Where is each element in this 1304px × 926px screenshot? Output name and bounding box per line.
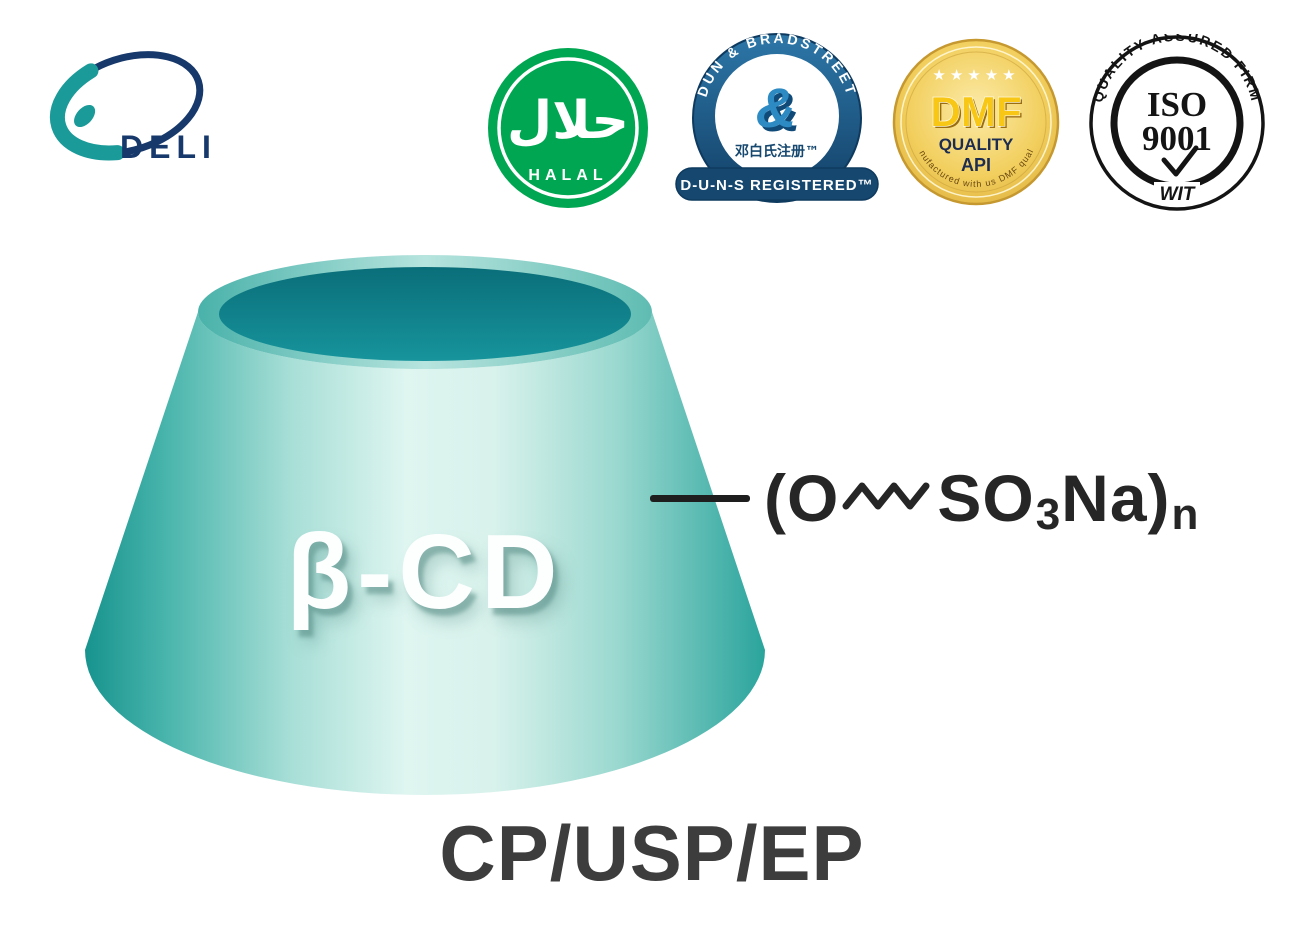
deli-leaf-icon bbox=[74, 104, 96, 128]
dmf-inner-ring bbox=[905, 51, 1047, 193]
standards-text: CP/USP/EP bbox=[439, 809, 865, 897]
cone-label: β-CD bbox=[286, 513, 564, 631]
cyclodextrin-cone bbox=[85, 255, 765, 795]
dmf-title: DMF bbox=[931, 88, 1022, 135]
halal-inner-ring bbox=[497, 57, 639, 199]
halal-badge: حلال HALAL bbox=[488, 48, 648, 208]
dmf-badge: ★★★★★ DMF DMF QUALITY API Manufactured w… bbox=[892, 38, 1060, 206]
iso-checkmark-icon bbox=[1161, 145, 1199, 177]
dmf-title-shadow: DMF bbox=[933, 90, 1024, 137]
formula-sub-3: 3 bbox=[1035, 490, 1061, 539]
duns-banner bbox=[675, 167, 879, 201]
duns-ampersand-icon: & bbox=[756, 76, 796, 139]
dmf-quality-label: QUALITY bbox=[939, 135, 1014, 154]
duns-inner-circle bbox=[715, 54, 839, 178]
duns-badge: DUN & BRADSTREET & & 邓白氏注册™ D-U-N-S REGI… bbox=[675, 30, 879, 203]
halal-label: HALAL bbox=[528, 167, 607, 184]
duns-chinese-text: 邓白氏注册™ bbox=[734, 143, 819, 160]
dmf-api-label: API bbox=[961, 155, 991, 175]
iso-number: 9001 bbox=[1142, 119, 1212, 158]
deli-wordmark: DELI bbox=[120, 129, 217, 165]
deli-swoosh bbox=[49, 63, 126, 161]
bond-line bbox=[650, 494, 750, 502]
formula-open: (O bbox=[764, 461, 840, 535]
formula: (O SO 3 Na) n bbox=[650, 446, 1199, 550]
formula-na-close: Na) bbox=[1061, 461, 1171, 535]
dmf-stars-icon: ★★★★★ bbox=[932, 67, 1019, 84]
dmf-highlight-ring bbox=[900, 46, 1052, 198]
deli-ellipse-group bbox=[49, 51, 204, 161]
zigzag-bond-icon bbox=[842, 482, 930, 510]
cone-body bbox=[85, 312, 765, 795]
iso-mark-backdrop bbox=[1154, 182, 1200, 204]
duns-ampersand-shadow: & bbox=[760, 80, 800, 143]
deli-logo: DELI bbox=[49, 51, 217, 165]
iso-badge: QUALITY ASSURED FIRM ISO 9001 WIT bbox=[1089, 34, 1265, 211]
duns-banner-text: D-U-N-S REGISTERED™ bbox=[680, 177, 873, 194]
halal-arabic-text: حلال bbox=[507, 91, 629, 151]
iso-wit-mark: WIT bbox=[1160, 184, 1196, 205]
dmf-circle bbox=[892, 38, 1060, 206]
formula-so: SO bbox=[937, 461, 1035, 535]
cone-opening bbox=[219, 267, 631, 361]
formula-sub-n: n bbox=[1171, 490, 1199, 539]
iso-title: ISO bbox=[1147, 85, 1207, 124]
halal-circle bbox=[488, 48, 648, 208]
